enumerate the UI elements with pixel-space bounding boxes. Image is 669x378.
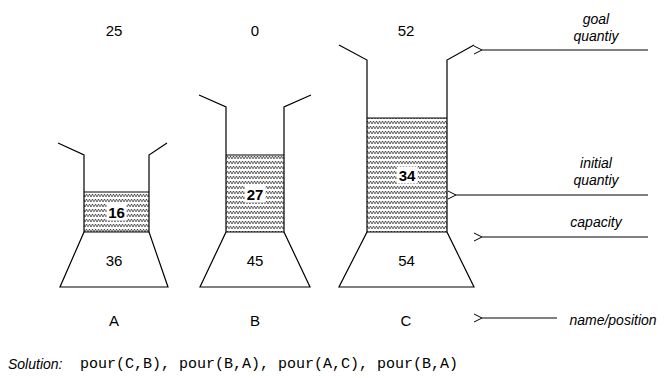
jug: 34 54 <box>339 45 474 287</box>
leader-arrow <box>482 50 648 51</box>
solution-moves: pour(C,B), pour(B,A), pour(A,C), pour(B,… <box>80 356 458 373</box>
goal-quantity: 0 <box>251 22 259 39</box>
base-line <box>226 231 284 232</box>
jug: 27 45 <box>199 95 311 287</box>
leader-arrow <box>482 237 648 238</box>
jug-body <box>199 95 311 287</box>
water-surface <box>84 192 149 193</box>
water-surface <box>367 118 447 119</box>
initial-quantity: 16 <box>106 204 127 221</box>
leader-arrow <box>482 318 557 319</box>
water <box>84 192 149 232</box>
jug-name: A <box>109 312 119 329</box>
capacity-value: 54 <box>398 251 415 268</box>
annotation: initial quantiy <box>560 155 632 189</box>
jug-body <box>339 45 474 287</box>
base-line <box>367 231 447 232</box>
jug-name: C <box>401 312 412 329</box>
leader-arrow <box>456 195 648 196</box>
initial-quantity: 27 <box>245 185 266 202</box>
annotation: capacity <box>570 214 621 231</box>
water-surface <box>226 155 284 156</box>
annotation: name/position <box>569 312 656 329</box>
initial-quantity: 34 <box>397 167 418 184</box>
capacity-value: 36 <box>106 251 123 268</box>
water <box>226 155 284 232</box>
capacity-value: 45 <box>247 251 264 268</box>
base-line <box>84 231 149 232</box>
water <box>367 118 447 232</box>
jug: 1636 <box>58 143 168 287</box>
jug-name: B <box>250 312 260 329</box>
solution-heading: Solution: <box>8 356 62 373</box>
goal-quantity: 25 <box>106 22 123 39</box>
goal-quantity: 52 <box>398 22 415 39</box>
jug-body <box>58 143 168 287</box>
annotation: goal quantiy <box>560 11 632 45</box>
